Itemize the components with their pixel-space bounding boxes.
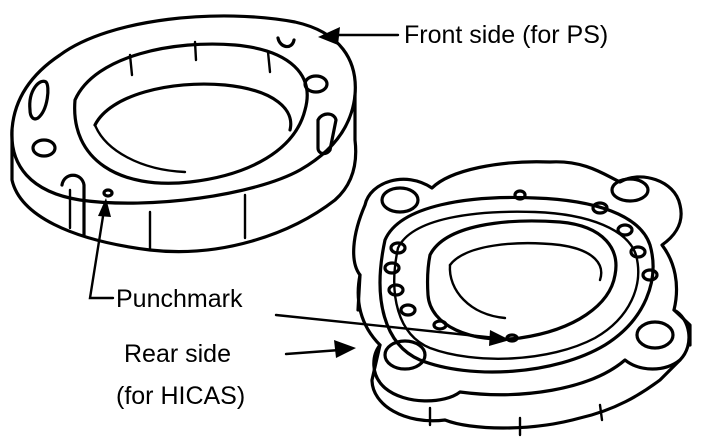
rear-side-spacer	[352, 160, 692, 437]
rear-side-label: Rear side	[124, 340, 231, 368]
leader-lines	[88, 27, 510, 358]
punchmark-label: Punchmark	[116, 285, 243, 313]
front-side-spacer	[10, 14, 358, 254]
front-side-label: Front side (for PS)	[404, 21, 608, 49]
rear-side-sublabel: (for HICAS)	[116, 382, 245, 410]
